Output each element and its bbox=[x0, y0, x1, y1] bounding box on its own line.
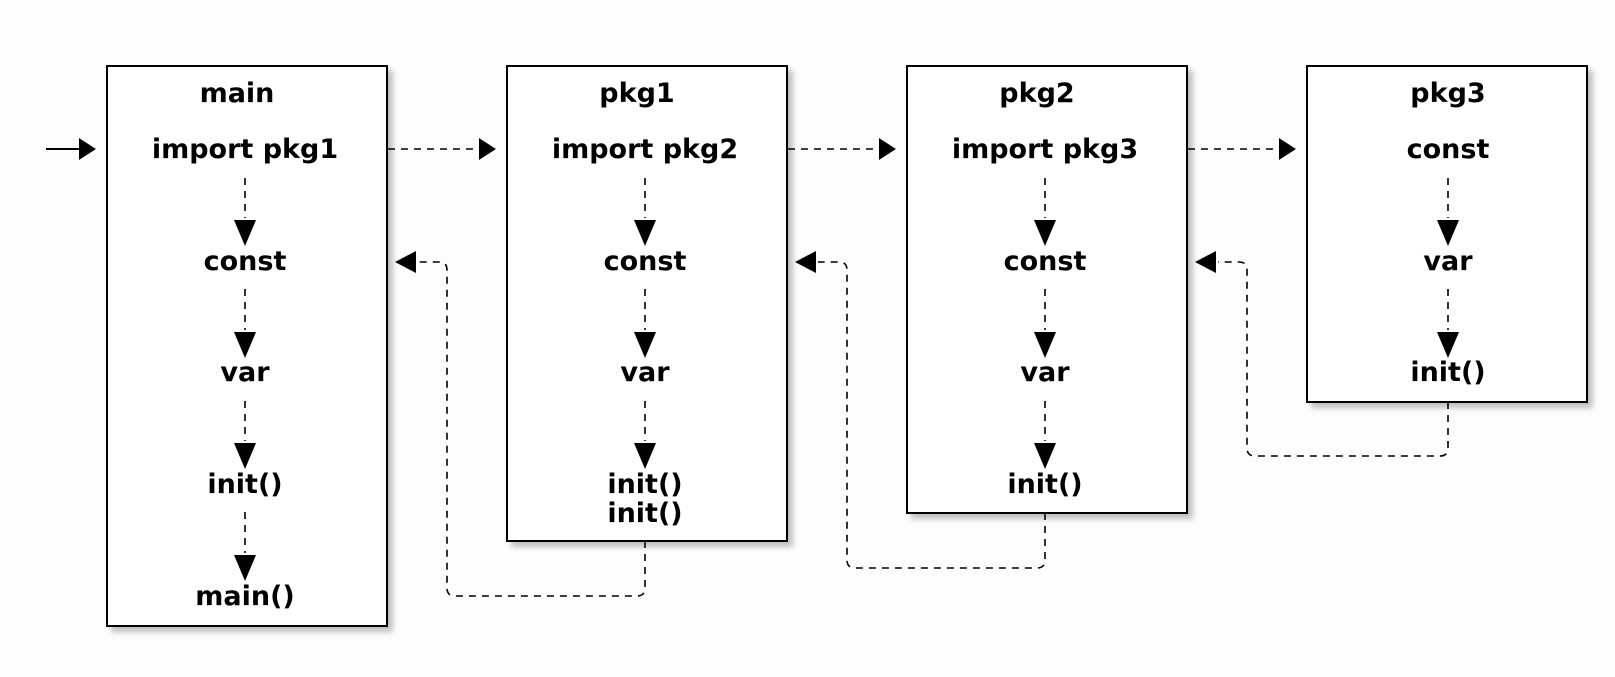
pkg3-step-const: const bbox=[1407, 134, 1490, 165]
package-title-main: main bbox=[200, 78, 275, 109]
pkg2-step-const: const bbox=[1004, 246, 1087, 277]
return-arrow-pkg2-to-pkg1 bbox=[795, 251, 1046, 569]
pkg1-step-const: const bbox=[604, 246, 687, 277]
import-arrow-main-to-pkg1 bbox=[388, 138, 496, 160]
pkg3-step-var: var bbox=[1423, 246, 1473, 277]
flow-arrow-pkg2-1 bbox=[1034, 178, 1056, 246]
main-step-init: init() bbox=[207, 469, 282, 500]
flow-arrow-pkg1-1 bbox=[634, 178, 656, 246]
package-title-pkg2: pkg2 bbox=[999, 78, 1074, 109]
flow-arrow-pkg2-3 bbox=[1034, 401, 1056, 469]
return-arrow-pkg1-to-main bbox=[395, 251, 646, 597]
flow-arrow-main-4 bbox=[234, 512, 256, 581]
entry-arrow bbox=[46, 138, 96, 160]
main-step-import: import pkg1 bbox=[152, 134, 338, 165]
flow-arrow-pkg1-3 bbox=[634, 401, 656, 469]
import-arrow-pkg2-to-pkg3 bbox=[1188, 138, 1296, 160]
flow-arrow-pkg3-1 bbox=[1437, 178, 1459, 246]
pkg2-step-import: import pkg3 bbox=[952, 134, 1138, 165]
main-step-const: const bbox=[204, 246, 287, 277]
package-title-pkg1: pkg1 bbox=[599, 78, 674, 109]
pkg1-step-init: init() bbox=[607, 469, 682, 500]
flow-arrow-pkg2-2 bbox=[1034, 289, 1056, 358]
main-step-var: var bbox=[220, 357, 270, 388]
main-step-main: main() bbox=[195, 581, 295, 612]
package-title-pkg3: pkg3 bbox=[1410, 78, 1485, 109]
flow-arrow-pkg3-2 bbox=[1437, 289, 1459, 358]
import-arrow-pkg1-to-pkg2 bbox=[788, 138, 896, 160]
return-arrow-pkg3-to-pkg2 bbox=[1195, 251, 1449, 457]
pkg1-step-var: var bbox=[620, 357, 670, 388]
flow-arrow-pkg1-2 bbox=[634, 289, 656, 358]
package-box-pkg2 bbox=[906, 65, 1188, 514]
flow-arrow-main-2 bbox=[234, 289, 256, 358]
flow-arrow-main-1 bbox=[234, 178, 256, 246]
pkg2-step-var: var bbox=[1020, 357, 1070, 388]
pkg2-step-init: init() bbox=[1007, 469, 1082, 500]
pkg1-step-init-2: init() bbox=[607, 498, 682, 529]
pkg1-step-import: import pkg2 bbox=[552, 134, 738, 165]
pkg3-step-init: init() bbox=[1410, 357, 1485, 388]
flow-arrow-main-3 bbox=[234, 401, 256, 469]
